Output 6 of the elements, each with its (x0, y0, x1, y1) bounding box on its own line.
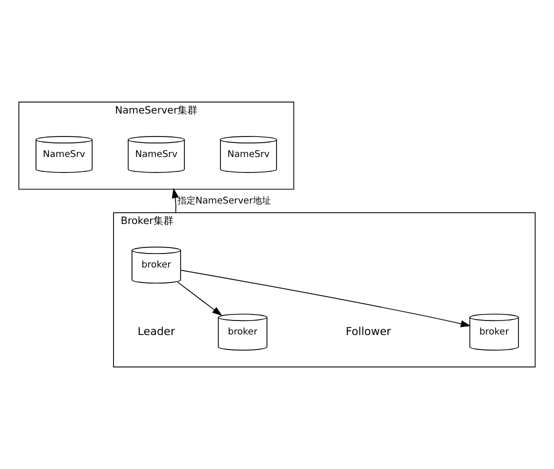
arrow (177, 282, 222, 316)
arrow (180, 270, 471, 328)
arrow (172, 188, 179, 214)
edge-label: 指定NameServer地址 (177, 195, 271, 206)
label: Follower (346, 325, 392, 338)
node-label: Leader (138, 325, 175, 338)
